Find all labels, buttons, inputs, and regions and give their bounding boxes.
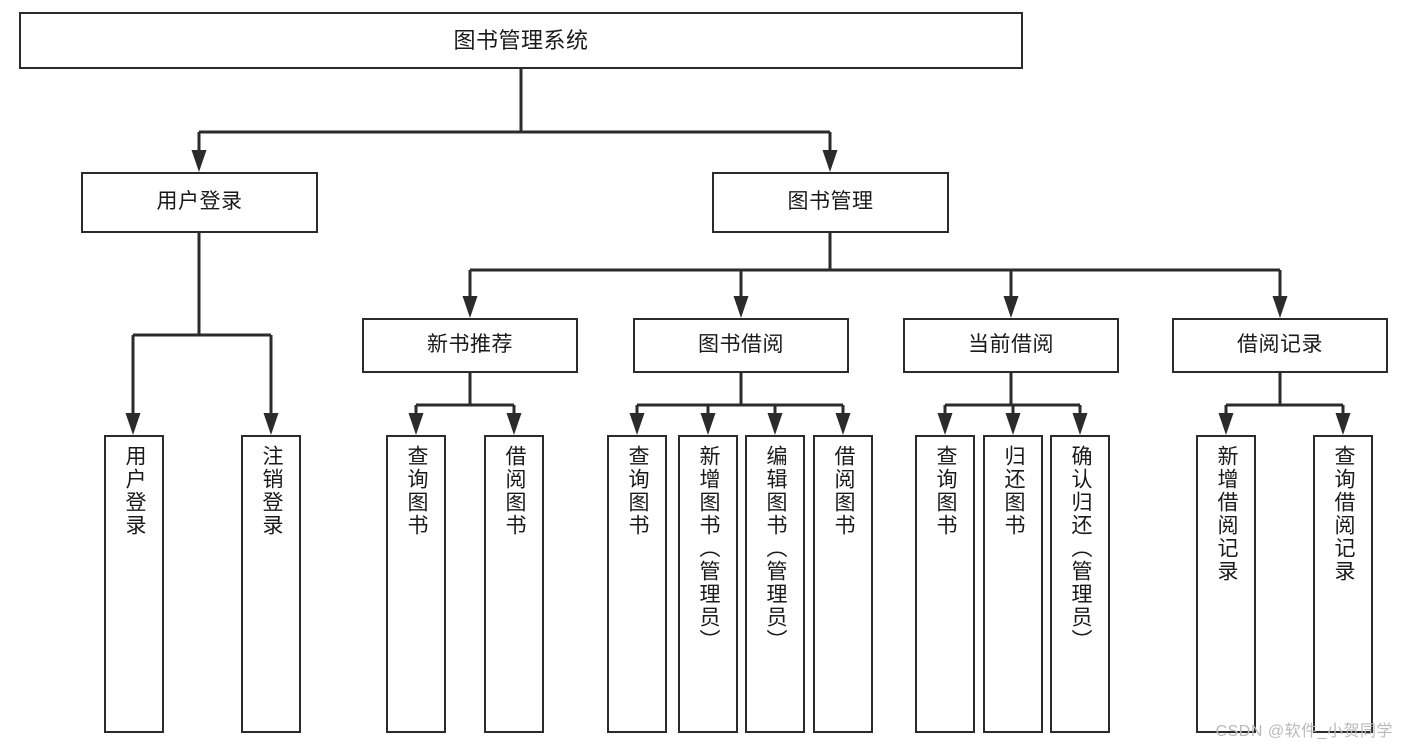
borrow-split-arrowhead-3: [835, 413, 851, 435]
node-label: 图书管理: [787, 190, 874, 214]
node-newbook[interactable]: 新书推荐: [362, 318, 578, 373]
node-label: 新增图书（管理员）: [696, 445, 720, 652]
node-label: 注销登录: [259, 445, 283, 537]
records-split-arrowhead-1: [1335, 413, 1351, 435]
newbook-split-arrowhead-0: [408, 413, 424, 435]
node-records[interactable]: 借阅记录: [1172, 318, 1388, 373]
bookmgr-split-arrowhead-2: [1003, 296, 1019, 318]
node-label: 新增借阅记录: [1214, 445, 1238, 583]
current-split-arrowhead-1: [1005, 413, 1021, 435]
node-leaf-12[interactable]: 新增借阅记录: [1196, 435, 1256, 733]
node-label: 借阅记录: [1237, 333, 1323, 357]
node-label: 当前借阅: [968, 333, 1054, 357]
node-label: 图书借阅: [698, 333, 784, 357]
node-label: 编辑图书（管理员）: [763, 445, 787, 652]
node-label: 确认归还（管理员）: [1068, 445, 1092, 652]
node-leaf-13[interactable]: 查询借阅记录: [1313, 435, 1373, 733]
node-label: 用户登录: [156, 190, 243, 214]
bookmgr-split-arrowhead-1: [733, 296, 749, 318]
root-split-arrowhead-0: [191, 150, 207, 172]
node-label: 查询图书: [933, 445, 957, 537]
borrow-split-arrowhead-2: [767, 413, 783, 435]
node-label: 新书推荐: [427, 333, 513, 357]
login-split-arrowhead-1: [263, 413, 279, 435]
node-login[interactable]: 用户登录: [81, 172, 318, 233]
node-label: 查询图书: [404, 445, 428, 537]
node-label: 借阅图书: [831, 445, 855, 537]
node-current[interactable]: 当前借阅: [903, 318, 1119, 373]
bookmgr-split-arrowhead-0: [462, 296, 478, 318]
node-label: 图书管理系统: [453, 27, 589, 53]
node-leaf-3[interactable]: 查询图书: [386, 435, 446, 733]
node-leaf-9[interactable]: 查询图书: [915, 435, 975, 733]
newbook-split-arrowhead-1: [506, 413, 522, 435]
borrow-split-arrowhead-1: [700, 413, 716, 435]
node-leaf-7[interactable]: 编辑图书（管理员）: [745, 435, 805, 733]
node-label: 归还图书: [1001, 445, 1025, 537]
node-leaf-8[interactable]: 借阅图书: [813, 435, 873, 733]
records-split-arrowhead-0: [1218, 413, 1234, 435]
node-label: 用户登录: [122, 445, 146, 537]
node-leaf-2[interactable]: 注销登录: [241, 435, 301, 733]
node-root[interactable]: 图书管理系统: [19, 12, 1023, 69]
node-bookmgr[interactable]: 图书管理: [712, 172, 949, 233]
login-split-arrowhead-0: [125, 413, 141, 435]
current-split-arrowhead-0: [937, 413, 953, 435]
csdn-watermark: CSDN @软件_小贺同学: [1215, 723, 1393, 740]
node-leaf-10[interactable]: 归还图书: [983, 435, 1043, 733]
current-split-arrowhead-2: [1072, 413, 1088, 435]
bookmgr-split-arrowhead-3: [1272, 296, 1288, 318]
node-leaf-11[interactable]: 确认归还（管理员）: [1050, 435, 1110, 733]
node-leaf-5[interactable]: 查询图书: [607, 435, 667, 733]
node-leaf-1[interactable]: 用户登录: [104, 435, 164, 733]
node-leaf-4[interactable]: 借阅图书: [484, 435, 544, 733]
node-leaf-6[interactable]: 新增图书（管理员）: [678, 435, 738, 733]
node-borrow[interactable]: 图书借阅: [633, 318, 849, 373]
root-split-arrowhead-1: [822, 150, 838, 172]
borrow-split-arrowhead-0: [629, 413, 645, 435]
node-label: 查询图书: [625, 445, 649, 537]
node-label: 借阅图书: [502, 445, 526, 537]
node-label: 查询借阅记录: [1331, 445, 1355, 583]
